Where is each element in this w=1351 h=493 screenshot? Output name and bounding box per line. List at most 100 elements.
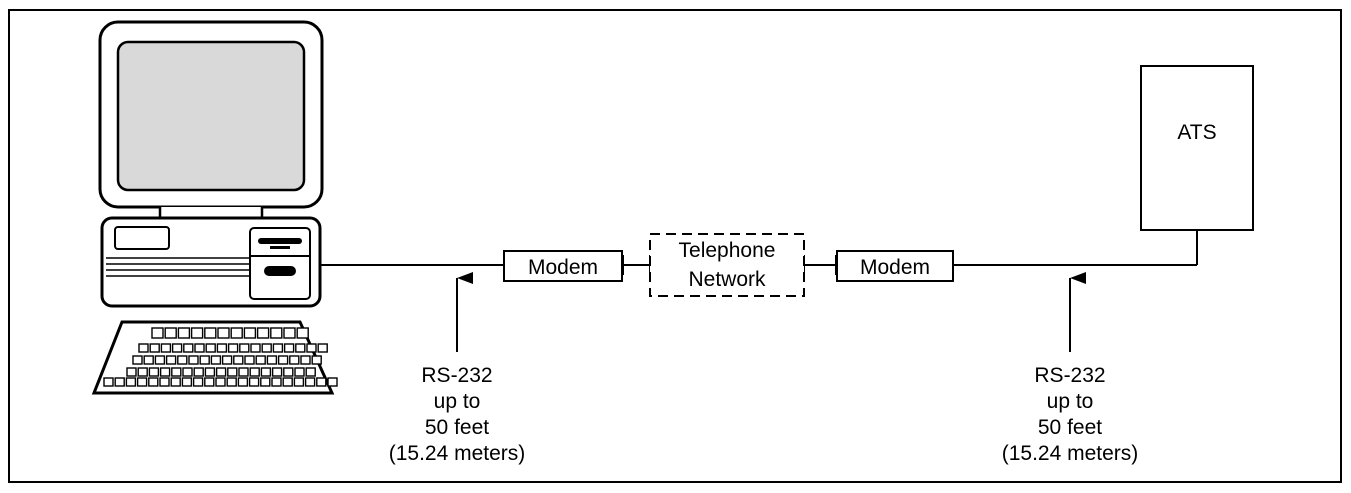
drive-slot-top bbox=[258, 238, 302, 244]
keyboard-key bbox=[255, 355, 266, 365]
keyboard-key bbox=[125, 377, 137, 387]
monitor-stand bbox=[158, 207, 264, 220]
rs232-left-line3: 50 feet bbox=[425, 416, 489, 439]
diagram-border bbox=[8, 9, 1342, 483]
keyboard-key bbox=[204, 367, 216, 377]
drive-slot-bottom bbox=[264, 266, 296, 276]
keyboard-key bbox=[282, 377, 293, 387]
keyboard-key bbox=[183, 343, 194, 353]
keyboard-key bbox=[199, 355, 210, 365]
keyboard-key bbox=[233, 355, 244, 365]
keyboard-key bbox=[277, 355, 289, 365]
rs232-left-line4: (15.24 meters) bbox=[389, 442, 526, 465]
keyboard-icon bbox=[91, 320, 338, 395]
keyboard-key bbox=[126, 367, 137, 377]
keyboard-key bbox=[256, 327, 270, 339]
keyboard-key bbox=[159, 377, 170, 387]
keyboard-key bbox=[160, 343, 172, 353]
keyboard-key bbox=[294, 367, 305, 377]
keyboard-key bbox=[306, 343, 317, 353]
keyboard-key bbox=[164, 327, 177, 339]
keyboard-key bbox=[221, 355, 233, 365]
keyboard-key bbox=[204, 377, 215, 387]
keyboard-key bbox=[182, 367, 193, 377]
keyboard-key bbox=[138, 343, 149, 353]
keyboard-key bbox=[190, 327, 204, 339]
keyboard-key bbox=[260, 367, 272, 377]
keyboard-key bbox=[205, 343, 216, 353]
keyboard-key bbox=[249, 367, 260, 377]
keyboard-key bbox=[132, 355, 143, 365]
keyboard-key bbox=[311, 355, 322, 365]
keyboard-key bbox=[283, 327, 296, 339]
keyboard-key bbox=[165, 355, 177, 365]
keyboard-key bbox=[271, 377, 282, 387]
keyboard-key bbox=[136, 377, 148, 387]
keyboard-key bbox=[137, 367, 148, 377]
rs232-left-annotation: RS-232 up to 50 feet (15.24 meters) bbox=[389, 272, 526, 465]
keyboard-key bbox=[192, 377, 204, 387]
telephone-network: Telephone Network bbox=[649, 233, 805, 297]
drive-bay bbox=[249, 227, 311, 300]
keyboard-key bbox=[283, 343, 295, 353]
keyboard-key bbox=[300, 355, 311, 365]
keyboard-key bbox=[244, 355, 255, 365]
rs232-right-line4: (15.24 meters) bbox=[1002, 442, 1139, 465]
keyboard-key bbox=[271, 367, 283, 377]
keyboard-key bbox=[261, 343, 272, 353]
modem-left: Modem bbox=[503, 250, 623, 282]
keyboard-key bbox=[237, 377, 249, 387]
keyboard-key bbox=[204, 327, 217, 339]
monitor-screen bbox=[116, 40, 306, 192]
keyboard-key bbox=[270, 327, 283, 339]
keyboard-key bbox=[177, 355, 188, 365]
keyboard-key bbox=[289, 355, 300, 365]
keyboard-key bbox=[149, 343, 160, 353]
keyboard-key bbox=[296, 327, 309, 339]
modem-left-label: Modem bbox=[528, 256, 598, 279]
keyboard-key bbox=[215, 377, 226, 387]
keyboard-key bbox=[171, 343, 183, 353]
keyboard-key bbox=[181, 377, 193, 387]
keyboard-key bbox=[159, 367, 171, 377]
keyboard-key bbox=[215, 367, 227, 377]
keyboard-key bbox=[210, 355, 222, 365]
keyboard-key bbox=[283, 367, 294, 377]
status-panel bbox=[114, 226, 170, 250]
keyboard-key bbox=[243, 327, 257, 339]
keyboard-key bbox=[188, 355, 199, 365]
keyboard-key bbox=[238, 367, 249, 377]
keyboard-key bbox=[295, 343, 306, 353]
rs232-left-line2: up to bbox=[434, 390, 481, 413]
keyboard-key bbox=[227, 367, 238, 377]
keyboard-key bbox=[216, 343, 228, 353]
keyboard-key bbox=[227, 343, 239, 353]
rs232-right-line3: 50 feet bbox=[1038, 416, 1102, 439]
keyboard-key bbox=[316, 377, 327, 387]
telephone-network-label-line1: Telephone bbox=[679, 239, 776, 262]
rs232-right-line2: up to bbox=[1047, 390, 1094, 413]
keyboard-key bbox=[293, 377, 305, 387]
keyboard-key bbox=[248, 377, 260, 387]
modem-right: Modem bbox=[836, 250, 954, 282]
keyboard-key bbox=[272, 343, 284, 353]
keyboard-key bbox=[239, 343, 250, 353]
keyboard-key bbox=[305, 367, 316, 377]
keyboard-key bbox=[151, 327, 164, 339]
keyboard-key bbox=[148, 367, 160, 377]
telephone-network-label-line2: Network bbox=[688, 268, 766, 291]
keyboard-key bbox=[154, 355, 166, 365]
rs232-left-line1: RS-232 bbox=[421, 364, 492, 387]
keyboard-key bbox=[177, 327, 191, 339]
keyboard-key bbox=[327, 377, 338, 387]
keyboard-key bbox=[217, 327, 230, 339]
keyboard-key bbox=[226, 377, 237, 387]
keyboard-key bbox=[230, 327, 243, 339]
modem-right-label: Modem bbox=[860, 256, 930, 279]
keyboard-key bbox=[317, 343, 328, 353]
desktop-computer-icon bbox=[91, 20, 338, 395]
keyboard-key bbox=[171, 367, 182, 377]
keyboard-key bbox=[250, 343, 261, 353]
keyboard-key bbox=[114, 377, 125, 387]
